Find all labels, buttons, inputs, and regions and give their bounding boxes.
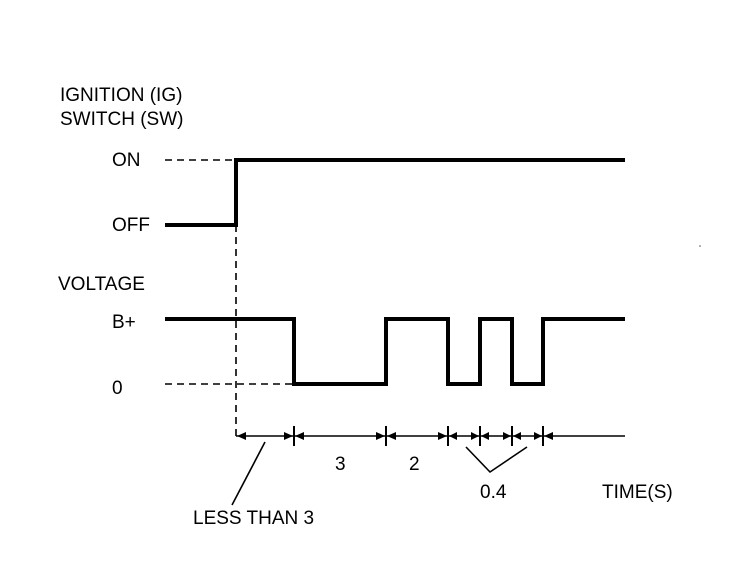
time-axis-label: TIME(S) [602, 482, 673, 503]
interval-label-less-than-3: LESS THAN 3 [193, 508, 314, 529]
scan-speck [699, 245, 701, 247]
interval-label-0-4: 0.4 [480, 482, 507, 503]
ignition-off-label: OFF [112, 215, 150, 236]
voltage-title: VOLTAGE [58, 274, 145, 295]
interval-label-3: 3 [335, 454, 346, 475]
interval-label-2: 2 [409, 454, 420, 475]
less-than-3-leader [231, 441, 266, 506]
voltage-low-label: 0 [112, 378, 123, 399]
ignition-on-label: ON [112, 150, 141, 171]
voltage-waveform [165, 317, 625, 386]
ignition-waveform [165, 158, 625, 227]
ignition-title-line2: SWITCH (SW) [60, 109, 183, 130]
ignition-title-line1: IGNITION (IG) [60, 85, 182, 106]
point-four-leader [465, 446, 528, 474]
voltage-high-label: B+ [112, 312, 136, 333]
dimension-arrowheads [237, 432, 553, 440]
